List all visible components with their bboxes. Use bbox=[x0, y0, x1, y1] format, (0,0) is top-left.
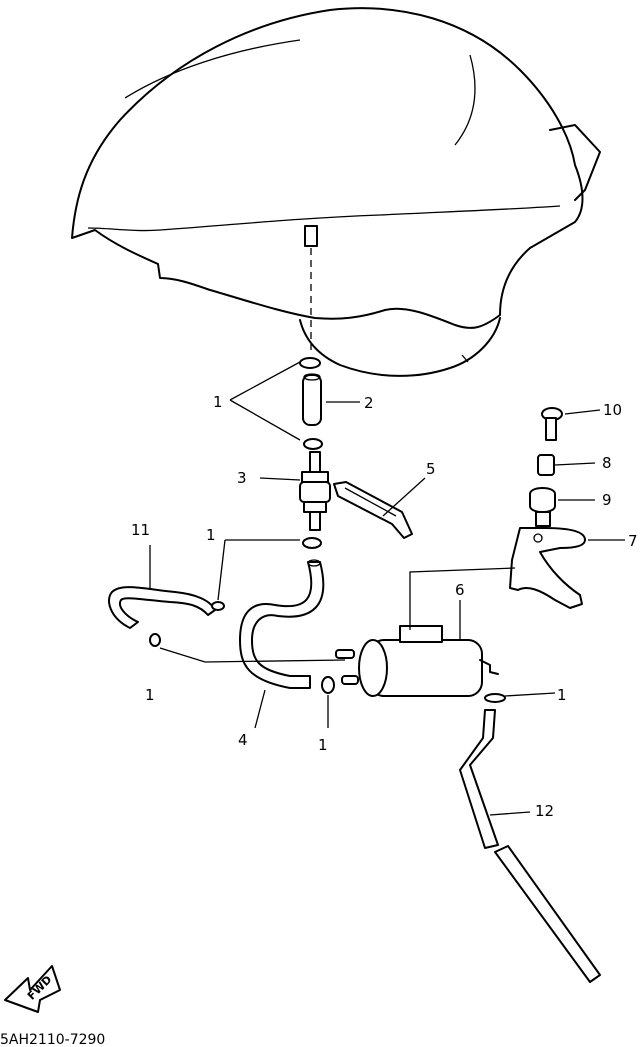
clip-part-1-filter bbox=[302, 537, 322, 549]
callout-3: 3 bbox=[237, 469, 247, 487]
callout-9: 9 bbox=[602, 491, 612, 509]
clip-part-1-upper bbox=[299, 357, 321, 369]
leader-lines bbox=[149, 361, 625, 816]
callout-1e: 1 bbox=[557, 686, 567, 704]
bolt-part-10 bbox=[541, 407, 563, 441]
callout-12: 12 bbox=[535, 802, 554, 820]
callout-7: 7 bbox=[628, 532, 638, 550]
fuel-hose-part-2 bbox=[302, 373, 322, 426]
callout-11: 11 bbox=[131, 521, 150, 539]
canister-part-6 bbox=[335, 625, 499, 697]
grommet-part-9 bbox=[529, 487, 556, 513]
clip-part-1-left bbox=[149, 633, 161, 647]
drawing-code: 5AH2110-7290 bbox=[0, 1032, 105, 1047]
fuel-hose-part-11 bbox=[108, 586, 216, 629]
bracket-part-7 bbox=[509, 527, 586, 609]
clip-part-1-lower bbox=[303, 438, 323, 450]
callout-6: 6 bbox=[455, 581, 465, 599]
callout-8: 8 bbox=[602, 454, 612, 472]
strap-part-5 bbox=[333, 481, 413, 539]
callout-2: 2 bbox=[364, 394, 374, 412]
callout-1a: 1 bbox=[213, 393, 223, 411]
clip-part-1-right bbox=[484, 693, 506, 703]
fuel-hose-part-4 bbox=[239, 561, 325, 689]
fuel-filter-part-3 bbox=[299, 451, 331, 531]
clip-part-1-mid bbox=[321, 676, 335, 694]
fuel-tank bbox=[71, 7, 601, 377]
callout-1b: 1 bbox=[206, 526, 216, 544]
callout-1c: 1 bbox=[145, 686, 155, 704]
drain-hose-part-12 bbox=[459, 709, 601, 983]
collar-part-8 bbox=[537, 454, 555, 476]
callout-5: 5 bbox=[426, 460, 436, 478]
fwd-arrow-icon: FWD bbox=[4, 965, 61, 1013]
callout-4: 4 bbox=[238, 731, 248, 749]
callout-10: 10 bbox=[603, 401, 622, 419]
callout-1d: 1 bbox=[318, 736, 328, 754]
